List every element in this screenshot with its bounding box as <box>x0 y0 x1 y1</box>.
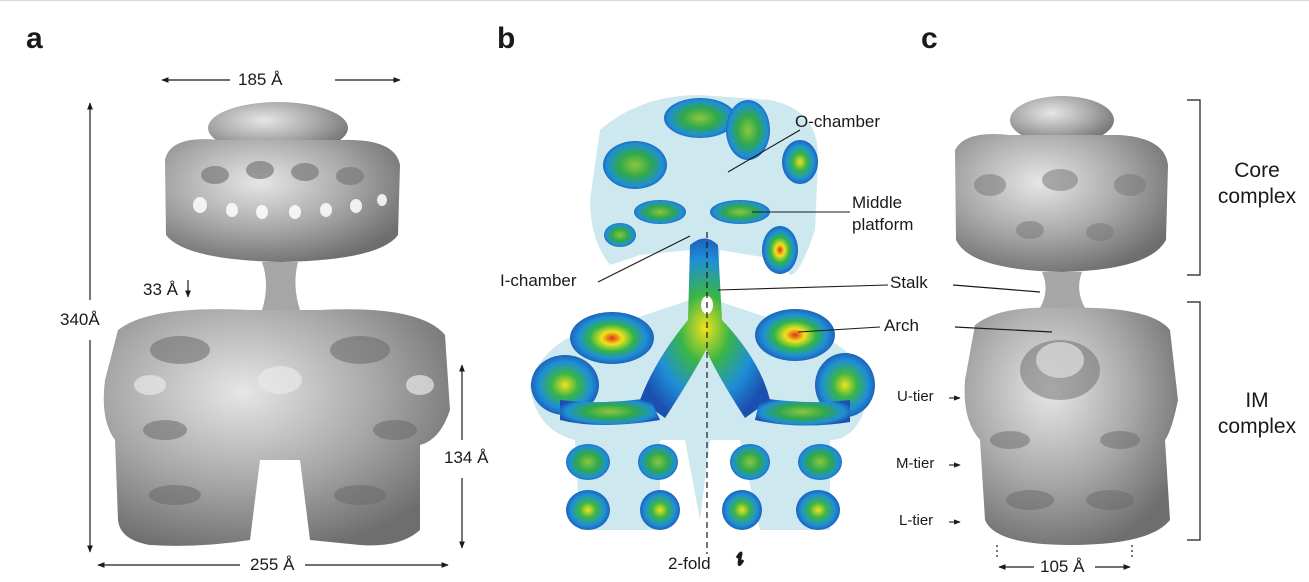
label-core-complex: Core complex <box>1212 158 1302 211</box>
panel-label-c: c <box>921 22 938 56</box>
dimension-im-height: 134 Å <box>444 448 488 468</box>
panel-c-tier-arrows <box>949 398 960 522</box>
label-middle-line1: Middle <box>852 193 902 213</box>
dimension-bottom-width: 255 Å <box>250 555 294 575</box>
label-l-tier: L-tier <box>899 512 933 529</box>
label-o-chamber: O-chamber <box>795 112 880 132</box>
panel-label-a: a <box>26 22 43 56</box>
panel-a-density <box>104 102 450 546</box>
dimension-stalk-width: 105 Å <box>1040 557 1084 577</box>
dimension-total-height: 340Å <box>60 310 100 330</box>
label-core-line1: Core <box>1212 158 1302 184</box>
label-two-fold: 2-fold <box>664 554 715 574</box>
label-im-line2: complex <box>1212 414 1302 440</box>
two-fold-symbol-icon <box>737 553 743 565</box>
label-platform-line2: platform <box>852 215 913 235</box>
label-i-chamber: I-chamber <box>500 271 577 291</box>
panel-label-b: b <box>497 22 515 56</box>
label-m-tier: M-tier <box>896 455 934 472</box>
label-stalk: Stalk <box>890 273 928 293</box>
panel-c-density <box>955 96 1178 545</box>
panel-b-density <box>530 95 875 530</box>
dimension-top-width: 185 Å <box>238 70 282 90</box>
label-u-tier: U-tier <box>897 388 934 405</box>
dimension-gap: 33 Å <box>143 280 178 300</box>
label-arch: Arch <box>884 316 919 336</box>
label-im-line1: IM <box>1212 388 1302 414</box>
label-core-line2: complex <box>1212 184 1302 210</box>
label-im-complex: IM complex <box>1212 388 1302 441</box>
